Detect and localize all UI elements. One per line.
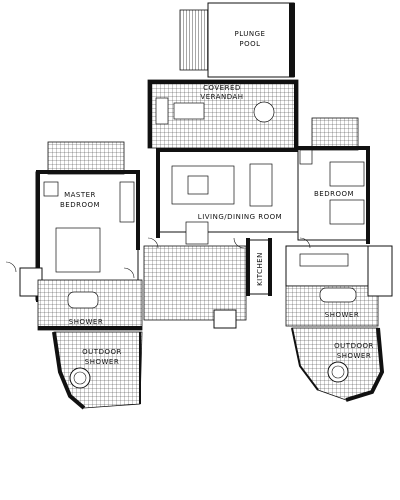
outdoor-shower-right-label-line1: OUTDOOR <box>334 342 374 350</box>
bedroom-bathtub <box>319 287 357 303</box>
living-dining-room <box>156 148 302 245</box>
pool-steps <box>179 9 209 71</box>
master-bedroom-label-line1: MASTER <box>64 191 96 199</box>
outdoor-shower-head-left <box>69 367 91 389</box>
master-desk <box>119 181 135 223</box>
dining-table <box>249 163 273 207</box>
coffee-table <box>187 175 209 195</box>
verandah-daybed <box>155 97 169 125</box>
bedroom-bath <box>285 245 393 327</box>
door-swings <box>5 237 311 279</box>
central-courtyard <box>143 245 247 329</box>
bedroom-label: BEDROOM <box>314 190 354 198</box>
master-bedroom <box>35 141 140 302</box>
outdoor-shower-left-label-line1: OUTDOOR <box>82 348 122 356</box>
bedroom-vanity <box>299 253 349 267</box>
outdoor-shower-left <box>52 331 143 410</box>
master-bed <box>55 227 101 273</box>
master-bathtub <box>67 291 99 309</box>
living-side-unit <box>185 221 209 245</box>
outdoor-shower-left-label-line2: SHOWER <box>85 358 119 366</box>
plunge-pool-label-line1: PLUNGE <box>235 30 266 38</box>
kitchen-label: KITCHEN <box>256 252 264 286</box>
covered-verandah <box>147 79 299 149</box>
verandah-sofa <box>173 102 205 120</box>
master-armchair <box>43 181 59 197</box>
room-labels: PLUNGE POOL COVERED VERANDAH MASTER BEDR… <box>60 30 374 366</box>
shower-right-label: SHOWER <box>325 311 359 319</box>
shower-left-label: SHOWER <box>69 318 103 326</box>
verandah-round-table <box>253 101 275 123</box>
courtyard-entry <box>213 309 237 329</box>
covered-verandah-label-line2: VERANDAH <box>200 93 243 101</box>
outdoor-shower-right <box>291 327 385 402</box>
covered-verandah-label-line1: COVERED <box>203 84 241 92</box>
bedroom <box>296 117 370 244</box>
plunge-pool-label-line2: POOL <box>239 40 260 48</box>
bedroom-bed-1 <box>329 161 365 187</box>
master-bath <box>19 267 143 331</box>
bedroom-armchair <box>299 149 313 165</box>
kitchen <box>246 238 272 296</box>
outdoor-shower-head-right <box>327 361 349 383</box>
plunge-pool <box>179 2 295 78</box>
bedroom-bed-2 <box>329 199 365 225</box>
outdoor-shower-right-label-line2: SHOWER <box>337 352 371 360</box>
master-bedroom-label-line2: BEDROOM <box>60 201 100 209</box>
living-dining-label: LIVING/DINING ROOM <box>198 213 282 221</box>
